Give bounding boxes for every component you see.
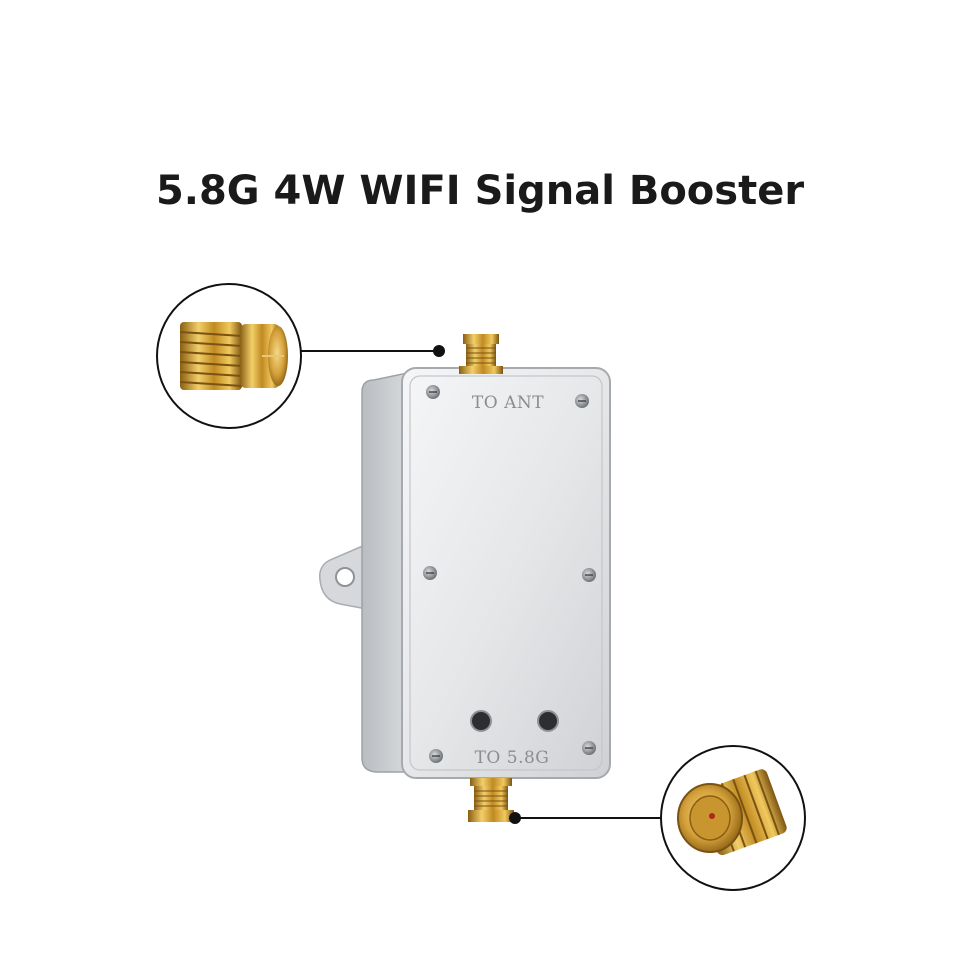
bottom-port-label: TO 5.8G xyxy=(475,748,550,768)
bottom-connector-zoom-callout xyxy=(660,745,806,891)
bottom-sma-connector xyxy=(468,778,514,822)
screw-icon xyxy=(582,741,596,755)
top-callout-pointer xyxy=(300,345,445,357)
booster-housing xyxy=(361,367,611,779)
screw-icon xyxy=(423,566,437,580)
screw-icon xyxy=(429,749,443,763)
screw-icon xyxy=(575,394,589,408)
indicator-leds xyxy=(470,710,559,732)
screw-icon xyxy=(426,385,440,399)
mounting-tab xyxy=(318,540,373,611)
screw-icon xyxy=(582,568,596,582)
top-connector-zoom-callout xyxy=(156,283,302,429)
product-title: 5.8G 4W WIFI Signal Booster xyxy=(155,168,805,214)
top-sma-connector xyxy=(459,334,503,374)
top-port-label: TO ANT xyxy=(472,393,544,413)
housing-screws xyxy=(423,385,596,763)
bottom-callout-pointer xyxy=(509,812,660,824)
